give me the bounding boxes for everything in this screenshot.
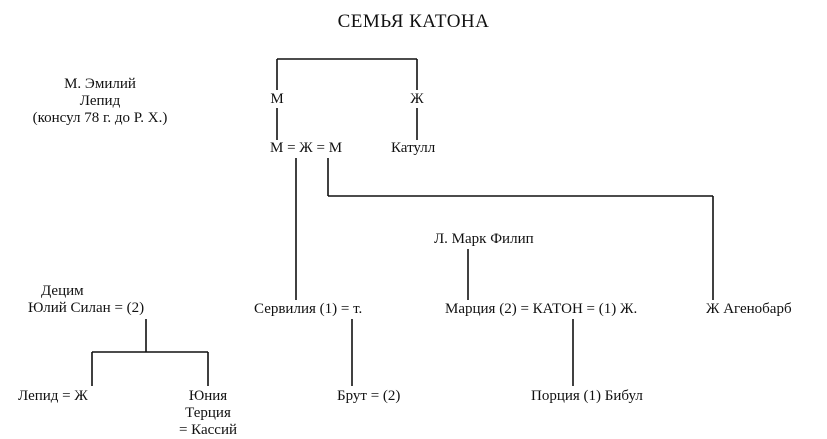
node-brutus: Брут = (2) <box>337 388 401 404</box>
node-lepidus-elder: М. Эмилий Лепид (консул 78 г. до Р. Х.) <box>15 76 185 127</box>
node-ahenobarbus: Ж Агенобарб <box>706 301 792 317</box>
node-m-top: М <box>270 91 284 107</box>
node-decimus-line1: Децим <box>41 283 84 299</box>
diagram-title: СЕМЬЯ КАТОНА <box>337 11 490 32</box>
node-junia-line1: Юния <box>188 388 228 404</box>
node-catulus: Катулл <box>391 140 436 156</box>
node-porcia: Порция (1) Бибул <box>531 388 643 404</box>
node-junia-line3: = Кассий <box>178 422 238 438</box>
node-lepidus-young: Лепид = Ж <box>18 388 88 404</box>
node-mark-philippus: Л. Марк Филип <box>434 231 534 247</box>
node-marcia-cato: Марция (2) = КАТОН = (1) Ж. <box>445 301 638 317</box>
node-lepidus-elder-line2: Лепид <box>79 93 121 109</box>
node-mzm: М = Ж = М <box>270 140 343 156</box>
node-zh-top: Ж <box>410 91 424 107</box>
node-servilia: Сервилия (1) = т. <box>254 301 363 317</box>
node-decimus: Децим Юлий Силан = (2) <box>28 283 178 317</box>
node-decimus-line2: Юлий Силан = (2) <box>28 300 145 316</box>
node-junia: Юния Терция = Кассий <box>158 388 258 439</box>
node-lepidus-elder-line1: М. Эмилий <box>64 76 136 92</box>
node-lepidus-elder-line3: (консул 78 г. до Р. Х.) <box>32 110 168 126</box>
node-junia-line2: Терция <box>185 405 231 421</box>
